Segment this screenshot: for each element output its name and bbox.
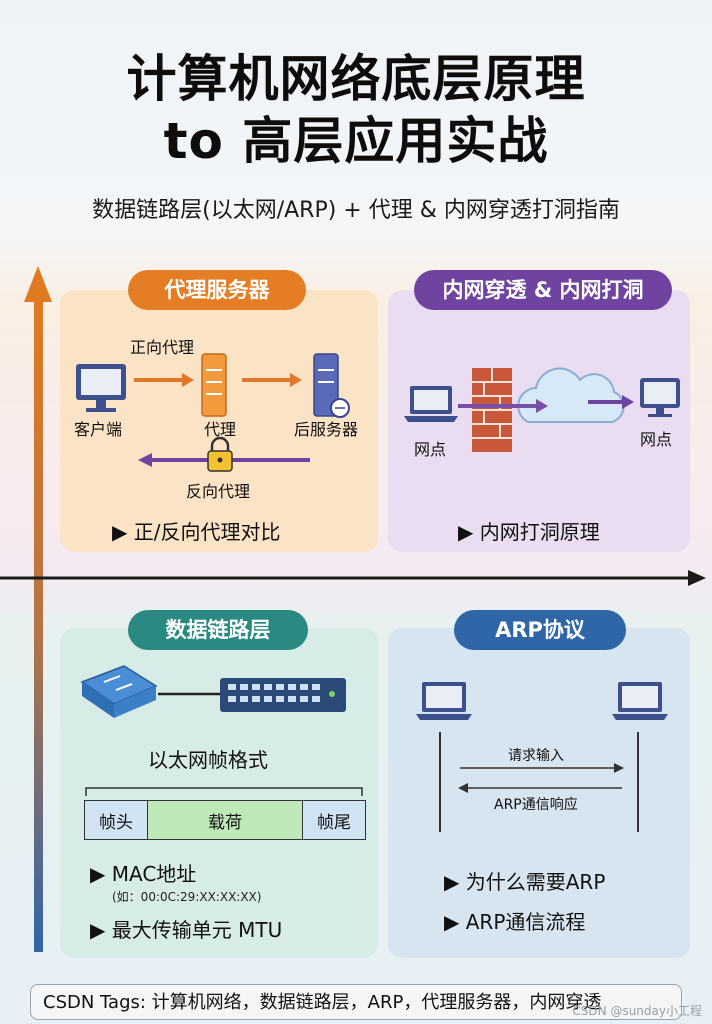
proxy-bullet: ▶ 正/反向代理对比 [112, 520, 281, 544]
arp-flow-bullet-text: ARP通信流程 [465, 910, 586, 934]
backend-server-label: 后服务器 [294, 420, 359, 439]
laptop-icon [404, 386, 458, 422]
proxy-heading: 代理服务器 [128, 270, 306, 310]
nat-left-node-label: 网点 [414, 440, 447, 459]
mtu-bullet-text: 最大传输单元 MTU [111, 918, 283, 942]
proxy-label: 代理 [204, 420, 237, 439]
datalink-heading: 数据链路层 [128, 610, 308, 650]
page-title-line1: 计算机网络底层原理 [126, 50, 586, 108]
horizontal-axis-arrowhead [688, 570, 706, 586]
vertical-axis [34, 300, 43, 952]
arp-why-bullet-text: 为什么需要ARP [465, 870, 606, 894]
switch-icon [80, 665, 158, 718]
proxy-panel [60, 290, 378, 552]
page-title-line2: to 高层应用实战 [163, 112, 549, 170]
reverse-proxy-label: 反向代理 [186, 482, 251, 501]
firewall-icon [472, 368, 512, 452]
frame-payload-field: 载荷 [148, 801, 303, 839]
nat-diagram [404, 367, 680, 452]
proxy-bullet-text: 正/反向代理对比 [133, 520, 281, 544]
watermark: CSDN @sunday小工程 [572, 1004, 702, 1018]
nat-bullet: ▶ 内网打洞原理 [458, 520, 600, 544]
arp-request-label: 请求输入 [508, 748, 564, 764]
frame-brackets [85, 787, 363, 796]
frame-format-title: 以太网帧格式 [148, 748, 268, 772]
nat-bullet-text: 内网打洞原理 [479, 520, 600, 544]
ethernet-frame: 帧头 载荷 帧尾 [84, 800, 366, 840]
lock-icon [207, 436, 233, 472]
mac-example: (如：00:0C:29:XX:XX:XX) [112, 890, 262, 904]
datalink-diagram [80, 665, 346, 718]
monitor-icon [76, 364, 126, 412]
cloud-icon [517, 367, 625, 423]
nat-heading: 内网穿透 & 内网打洞 [414, 270, 672, 310]
server-icon [313, 353, 350, 418]
nat-right-node-label: 网点 [640, 430, 673, 449]
mac-bullet-text: MAC地址 [111, 862, 197, 886]
vertical-axis-arrowhead [24, 266, 52, 302]
mtu-bullet: ▶ 最大传输单元 MTU [90, 918, 283, 942]
frame-header-field: 帧头 [85, 801, 148, 839]
arp-why-bullet: ▶ 为什么需要ARP [444, 870, 606, 894]
arp-flow-bullet: ▶ ARP通信流程 [444, 910, 586, 934]
forward-proxy-label: 正向代理 [130, 338, 195, 357]
laptop-icon [416, 682, 472, 720]
arp-heading: ARP协议 [454, 610, 626, 650]
proxy-diagram [76, 353, 350, 472]
arp-response-label: ARP通信响应 [494, 797, 578, 813]
client-label: 客户端 [74, 420, 123, 439]
tags-bar: CSDN Tags: 计算机网络，数据链路层，ARP，代理服务器，内网穿透 [30, 984, 682, 1020]
page-subtitle: 数据链路层(以太网/ARP) + 代理 & 内网穿透打洞指南 [92, 198, 620, 223]
server-icon [201, 353, 227, 417]
switch-icon [220, 678, 346, 712]
mac-bullet: ▶ MAC地址 [90, 862, 197, 886]
frame-trailer-field: 帧尾 [303, 801, 365, 839]
monitor-icon [640, 378, 680, 417]
arp-diagram [416, 682, 668, 832]
laptop-icon [612, 682, 668, 720]
